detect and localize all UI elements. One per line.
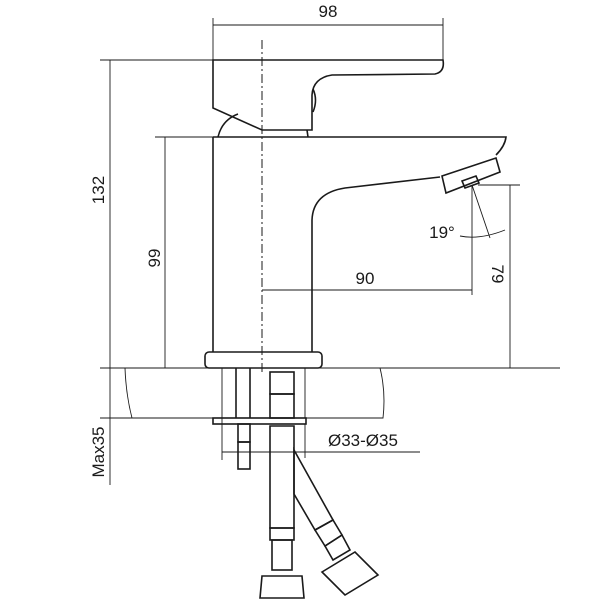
width-label: 98	[319, 2, 338, 21]
spout-reach-label: 90	[356, 269, 375, 288]
spout-height-text: 79	[488, 265, 507, 284]
hole-diameter-label: Ø33-Ø35	[328, 431, 398, 450]
body-height-label: 99	[145, 249, 164, 268]
supply-hoses	[259, 425, 380, 599]
faucet-body	[204, 59, 507, 369]
mounting-hardware	[212, 368, 307, 470]
countertop	[100, 367, 560, 419]
total-height-label: 132	[89, 176, 108, 204]
counter-thickness-label: Max35	[89, 426, 108, 477]
dimension-lines	[100, 18, 520, 485]
spout-angle-label: 19°	[429, 223, 455, 242]
